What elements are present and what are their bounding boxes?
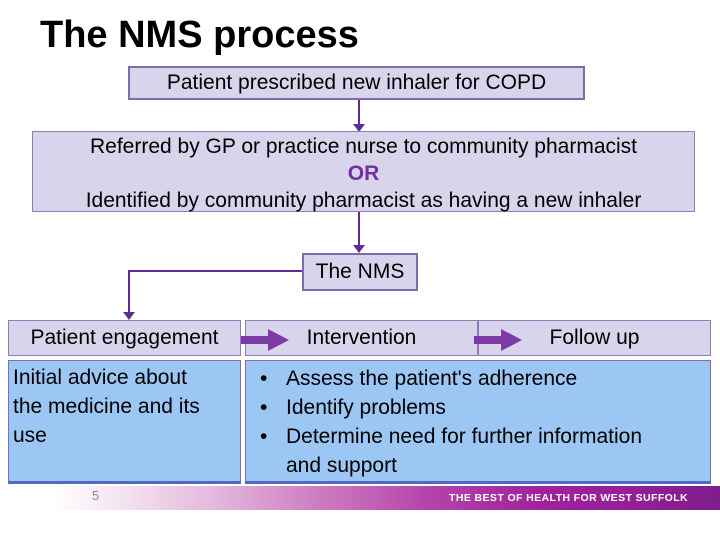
bullet-icon: •	[260, 396, 268, 419]
stage-patient-engagement: Patient engagement	[8, 320, 241, 356]
referral-line1: Referred by GP or practice nurse to comm…	[90, 135, 637, 158]
bullet-icon: •	[260, 425, 268, 448]
engagement-line: use	[13, 424, 47, 447]
page-number: 5	[92, 488, 100, 503]
connector-line	[358, 212, 360, 245]
bullet-text: Determine need for further information a…	[286, 425, 643, 477]
box-the-nms: The NMS	[302, 253, 418, 291]
engagement-line: Initial advice about	[13, 366, 187, 389]
bullet-text: Assess the patient's adherence	[286, 367, 578, 390]
bullet-icon: •	[260, 367, 268, 390]
slide-title: The NMS process	[40, 14, 359, 56]
engagement-line: the medicine and its	[13, 395, 200, 418]
bullet-item: • Determine need for further information…	[260, 422, 704, 480]
referral-or: OR	[347, 162, 380, 185]
bullet-item: • Identify problems	[260, 393, 704, 422]
detail-patient-engagement: Initial advice about the medicine and it…	[8, 360, 241, 484]
connector-line	[358, 100, 360, 125]
box-referral: Referred by GP or practice nurse to comm…	[32, 131, 695, 212]
bullet-item: • Assess the patient's adherence	[260, 364, 704, 393]
bullet-text: Identify problems	[286, 396, 446, 419]
bullet-text-wrap: and support	[286, 454, 397, 477]
arrow-down-icon	[123, 312, 135, 320]
box-patient-prescribed: Patient prescribed new inhaler for COPD	[128, 66, 585, 100]
detail-intervention: • Assess the patient's adherence • Ident…	[245, 360, 711, 484]
connector-elbow-vertical	[128, 270, 130, 313]
flow-arrow-right-icon	[474, 329, 522, 351]
connector-elbow-horizontal	[128, 270, 302, 272]
arrow-down-icon	[353, 245, 365, 253]
referral-line2: Identified by community pharmacist as ha…	[85, 189, 642, 212]
flow-arrow-right-icon	[241, 329, 289, 351]
arrow-down-icon	[353, 124, 365, 132]
footer-banner: THE BEST OF HEALTH FOR WEST SUFFOLK	[0, 486, 720, 510]
